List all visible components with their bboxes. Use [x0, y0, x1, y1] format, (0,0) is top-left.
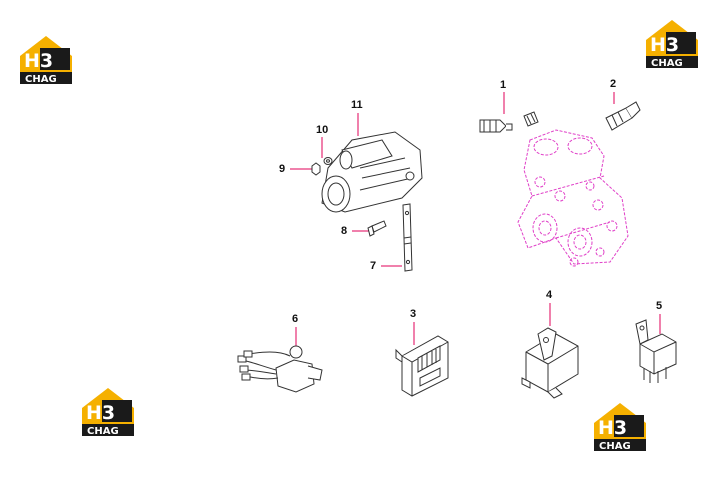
brand-logo-top-right: H3 CHAG	[644, 18, 700, 70]
callout-3: 3	[410, 308, 417, 320]
logo-caption: CHAG	[651, 58, 683, 69]
logo-caption: CHAG	[599, 441, 631, 452]
callout-1: 1	[500, 79, 507, 91]
brand-logo-bottom-right: H3 CHAG	[592, 401, 648, 453]
callout-6: 6	[292, 313, 299, 325]
relay-5	[635, 319, 677, 383]
glow-plug-2	[605, 101, 641, 131]
brand-logo-top-left: H3 CHAG	[18, 34, 74, 86]
relay-4	[521, 327, 579, 399]
callout-4: 4	[546, 289, 553, 301]
logo-letters: H3	[24, 50, 53, 72]
callout-8: 8	[341, 225, 348, 237]
engine-housing	[517, 129, 629, 267]
logo-letters: H3	[650, 34, 679, 56]
callout-9: 9	[279, 163, 286, 175]
starter-motor	[321, 131, 423, 213]
leader-lines	[290, 92, 661, 350]
logo-caption: CHAG	[87, 426, 119, 437]
callout-7: 7	[370, 260, 377, 272]
brand-logo-bottom-left: H3 CHAG	[80, 386, 136, 438]
logo-caption: CHAG	[25, 74, 57, 85]
callout-5: 5	[656, 300, 663, 312]
nut-9	[311, 162, 321, 176]
callout-10: 10	[316, 124, 329, 136]
nut-and-washer	[311, 157, 333, 176]
logo-letters: H3	[598, 417, 627, 439]
glow-plug-1	[479, 111, 539, 133]
bolt	[367, 220, 387, 237]
control-unit	[395, 335, 449, 397]
bracket	[402, 203, 413, 272]
logo-letters: H3	[86, 402, 115, 424]
wiring-harness	[237, 345, 323, 393]
callout-2: 2	[610, 78, 617, 90]
callout-11: 11	[351, 99, 363, 111]
